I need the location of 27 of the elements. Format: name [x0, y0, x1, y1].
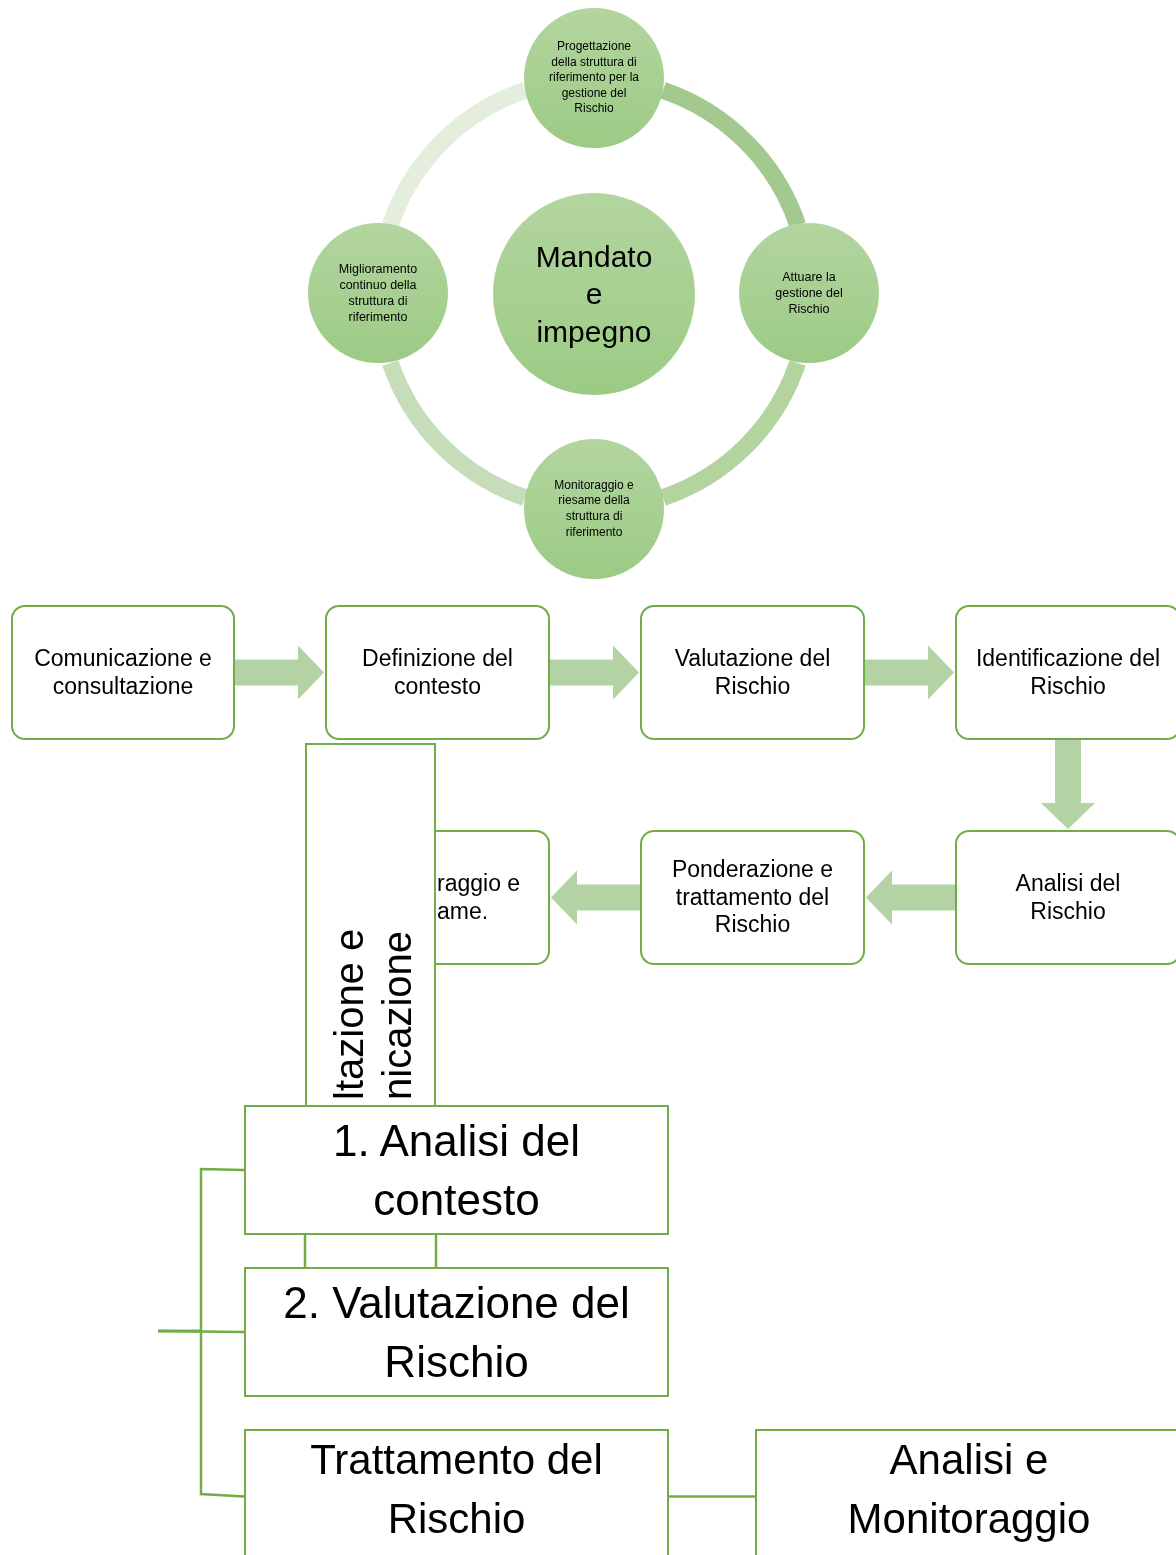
block-arrow — [550, 645, 639, 700]
process-box: Comunicazione e consultazione — [11, 605, 235, 740]
process-box: Ponderazione e trattamento del Rischio — [640, 830, 865, 965]
block-arrow — [551, 870, 640, 925]
process-circle: Miglioramento continuo della struttura di riferimento — [308, 223, 448, 363]
cycle-arc — [382, 359, 529, 506]
block-arrow — [235, 645, 324, 700]
process-circle: Attuare la gestione del Rischio — [739, 223, 879, 363]
connector-line — [669, 1495, 755, 1498]
step-box: 1. Analisi del contesto — [244, 1105, 669, 1235]
connector-line — [158, 1329, 245, 1498]
process-box: Definizione del contesto — [325, 605, 550, 740]
step-box: 2. Valutazione del Rischio — [244, 1267, 669, 1397]
process-box: Valutazione del Rischio — [640, 605, 865, 740]
vertical-banner-box: ltazione e nicazione — [305, 743, 436, 1105]
process-circle: Progettazione della struttura di riferimento per la gestione del Rischio — [524, 8, 664, 148]
step-box: Analisi e Monitoraggio — [755, 1429, 1176, 1555]
process-box: Identificazione del Rischio — [955, 605, 1176, 740]
cycle-arc — [659, 359, 806, 506]
process-circle: Monitoraggio e riesame della struttura di riferimento — [524, 439, 664, 579]
block-arrow — [1041, 740, 1095, 829]
process-box: Analisi del Rischio — [955, 830, 1176, 965]
block-arrow — [866, 870, 955, 925]
center-circle: Mandato e impegno — [493, 193, 695, 395]
block-arrow — [865, 645, 954, 700]
process-box: raggio e ame. — [436, 830, 550, 965]
step-box: Trattamento del Rischio — [244, 1429, 669, 1555]
